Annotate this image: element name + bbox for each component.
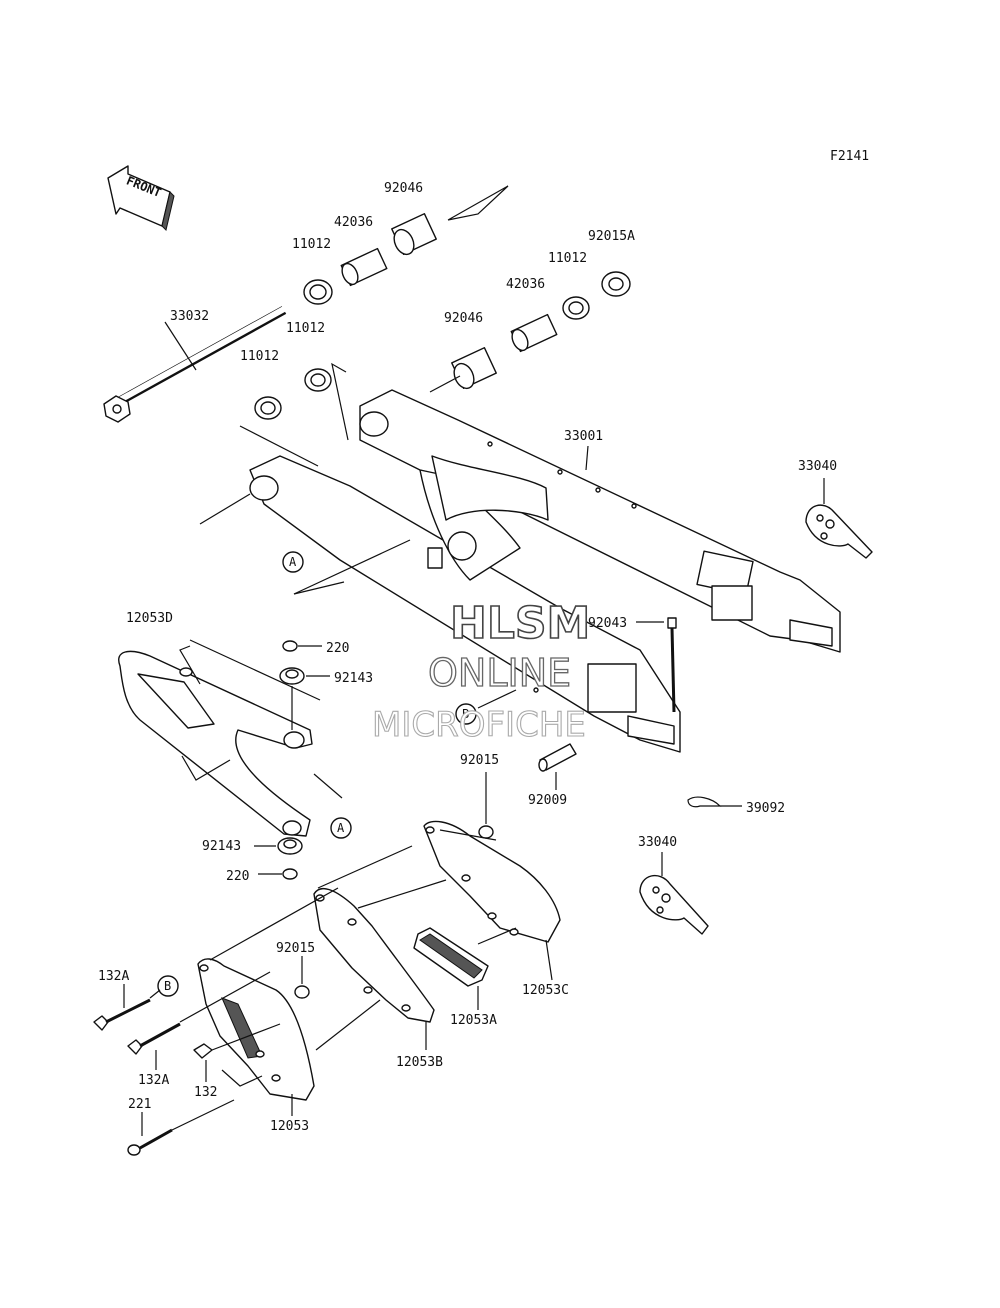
label-92046-b: 92046	[444, 311, 483, 326]
label-42036-b: 42036	[506, 277, 545, 292]
swingarm	[249, 389, 841, 753]
figure-code: F2141	[830, 149, 869, 164]
callout-b-lower: B	[157, 975, 179, 997]
bushing-42036-b	[510, 313, 558, 353]
label-39092: 39092	[746, 801, 785, 816]
label-11012-d: 11012	[240, 349, 279, 364]
label-11012-c: 11012	[286, 321, 325, 336]
clip-39092	[687, 796, 722, 808]
label-12053b: 12053B	[396, 1055, 443, 1070]
cap-92015a	[601, 271, 631, 297]
bushing-42036-top	[340, 247, 388, 287]
watermark-line3: MICROFICHE	[372, 705, 586, 745]
guide-plate-12053b	[313, 887, 435, 1023]
label-132a-b: 132A	[138, 1073, 169, 1088]
label-42036-top: 42036	[334, 215, 373, 230]
watermark-line1: HLSM	[450, 598, 590, 649]
seal-11012-a	[303, 279, 333, 305]
label-92015-a: 92015	[460, 753, 499, 768]
label-12053c: 12053C	[522, 983, 569, 998]
seal-11012-d	[254, 396, 282, 420]
svg-text:A: A	[289, 555, 297, 569]
front-arrow-icon: FRONT	[107, 165, 175, 231]
nut-92015-lower	[294, 985, 310, 999]
callout-a-upper: A	[282, 551, 304, 573]
leader-33001	[585, 445, 589, 471]
label-33040-a: 33040	[798, 459, 837, 474]
callout-a-lower: A	[330, 817, 352, 839]
guide-plate-12053	[197, 958, 315, 1101]
label-12053: 12053	[270, 1119, 309, 1134]
chain-slider-12053d	[118, 650, 313, 837]
svg-text:B: B	[462, 707, 469, 721]
nut-92015-upper	[478, 825, 494, 839]
svg-text:B: B	[164, 979, 171, 993]
label-132a-a: 132A	[98, 969, 129, 984]
callout-b-upper: B	[455, 703, 477, 725]
leader-12053c	[545, 939, 553, 981]
bolt-220-a	[282, 640, 298, 652]
bolt-221	[127, 1128, 173, 1156]
label-92143-b: 92143	[202, 839, 241, 854]
label-220-a: 220	[326, 641, 349, 656]
label-11012-a: 11012	[292, 237, 331, 252]
washer-92143-a	[279, 667, 305, 685]
label-92143-a: 92143	[334, 671, 373, 686]
guide-block-12053a	[413, 927, 489, 987]
bolt-132	[193, 1043, 213, 1059]
label-33032: 33032	[170, 309, 209, 324]
label-221: 221	[128, 1097, 151, 1112]
seal-11012-c	[304, 368, 332, 392]
chain-adjuster-33040-b	[639, 874, 709, 935]
label-33040-b: 33040	[638, 835, 677, 850]
svg-text:A: A	[337, 821, 345, 835]
label-132: 132	[194, 1085, 217, 1100]
label-11012-b: 11012	[548, 251, 587, 266]
chain-adjuster-33040-a	[805, 504, 873, 559]
bolt-132a-b	[127, 1022, 181, 1055]
bolt-92043	[667, 617, 677, 713]
collar-92046-top	[391, 213, 437, 256]
label-12053a: 12053A	[450, 1013, 497, 1028]
bolt-132a-a	[93, 998, 151, 1031]
label-33001: 33001	[564, 429, 603, 444]
washer-92143-b	[277, 837, 303, 855]
bolt-220-b	[282, 868, 298, 880]
seal-11012-b	[562, 296, 590, 320]
label-92009: 92009	[528, 793, 567, 808]
stud-92009	[538, 743, 577, 772]
label-12053d: 12053D	[126, 611, 173, 626]
leader-12053d	[179, 645, 201, 685]
label-92046-top: 92046	[384, 181, 423, 196]
label-220-b: 220	[226, 869, 249, 884]
label-92015-b: 92015	[276, 941, 315, 956]
label-92043: 92043	[588, 616, 627, 631]
guide-plate-12053c	[423, 820, 561, 943]
leader-33032	[164, 321, 197, 371]
pivot-shaft	[103, 306, 287, 423]
collar-92046-b	[451, 347, 497, 390]
watermark-line2: ONLINE	[428, 651, 571, 695]
label-92015a: 92015A	[588, 229, 635, 244]
